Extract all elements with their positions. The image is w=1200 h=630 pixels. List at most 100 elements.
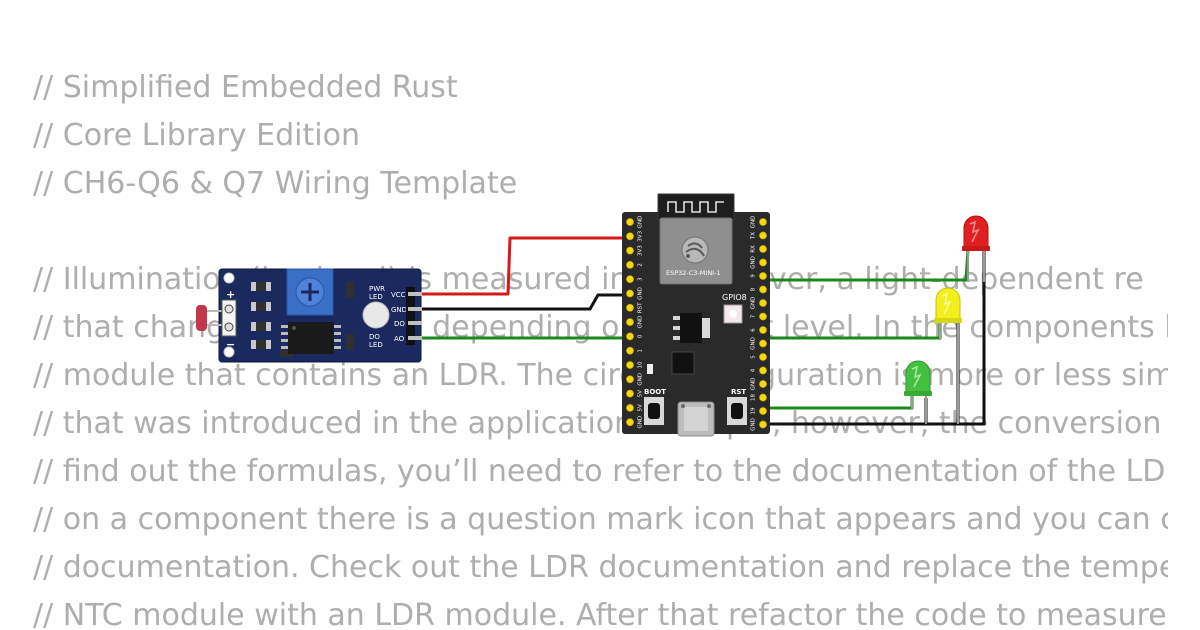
esp-right-pin-label: GND [751, 418, 757, 431]
esp-right-pin-pad[interactable] [759, 258, 767, 267]
led-green[interactable] [904, 360, 932, 424]
esp-right-pin-pad[interactable] [759, 285, 767, 294]
esp-right-pin-pad[interactable] [759, 393, 767, 402]
boot-button[interactable] [644, 397, 664, 425]
rst-label: RST [731, 388, 746, 396]
comparator-ic [281, 322, 341, 354]
esp-left-pin-label: 1 [638, 349, 644, 353]
esp-right-pin-label: GND [751, 337, 757, 350]
esp-left-pin-pad[interactable] [626, 375, 634, 384]
esp-right-pin-pad[interactable] [759, 380, 767, 388]
module-label: ESP32-C3-MINI-1 [666, 269, 721, 277]
usb-connector [677, 401, 715, 437]
pin-label-vcc: VCC [391, 291, 406, 299]
esp-left-pin-label: GND [638, 287, 644, 300]
esp-right-pin-pad[interactable] [759, 407, 767, 415]
esp-left-pin-label: GND [638, 416, 644, 429]
esp-right-pin-pad[interactable] [759, 339, 767, 348]
esp-right-pin-pad[interactable] [759, 366, 767, 375]
voltage-regulator [673, 313, 710, 343]
pwr-led-label: PWR [369, 285, 385, 293]
esp-right-pin-label: GND [751, 378, 757, 391]
ldr-module[interactable]: + − [196, 268, 422, 363]
potentiometer[interactable] [286, 268, 334, 316]
esp-right-pin-pad[interactable] [759, 218, 767, 226]
esp-right-pin-pad[interactable] [759, 231, 767, 240]
esp-left-pin-label: GND [638, 316, 644, 329]
esp-right-pin-label: 9 [751, 274, 757, 278]
do-led-label: DO [369, 333, 380, 341]
esp-right-pin-label: TX [751, 232, 757, 240]
gpio8-label: GPIO8 [722, 293, 747, 302]
esp-left-pin-pad[interactable] [626, 361, 634, 369]
esp-left-pin-label: 3 [638, 277, 644, 281]
esp-left-pin-pad[interactable] [626, 332, 634, 341]
esp-right-pin-pad[interactable] [759, 420, 767, 429]
esp-left-pin-pad[interactable] [626, 289, 634, 298]
pin-label-gnd: GND [391, 306, 407, 314]
esp-left-pin-pad[interactable] [626, 403, 634, 412]
pwr-led-label: LED [369, 293, 383, 301]
esp-left-pin-label: 0 [638, 334, 644, 338]
esp-left-pin-pad[interactable] [626, 260, 634, 269]
esp-right-pin-pad[interactable] [759, 272, 767, 280]
esp-left-pin-pad[interactable] [626, 232, 634, 241]
esp-right-pin-label: 8 [751, 287, 757, 291]
esp-right-pin-label: 18 [751, 394, 757, 401]
do-led-label: LED [369, 341, 383, 349]
esp-right-pin-label: 5 [751, 355, 757, 359]
wire-gpio9-red-led[interactable] [762, 249, 970, 282]
ldr-header-pins [406, 287, 422, 345]
wire-gpio6-yellow-led[interactable] [762, 322, 942, 340]
esp-right-pin-label: 4 [751, 368, 757, 372]
esp-left-pin-pad[interactable] [626, 418, 634, 427]
esp-left-pin-label: 10 [638, 361, 644, 368]
esp-right-pin-pad[interactable] [759, 353, 767, 361]
esp-right-pin-pad[interactable] [759, 326, 767, 334]
espressif-logo-icon [681, 236, 709, 264]
smd-resistors [251, 282, 354, 357]
esp-right-pin-pad[interactable] [759, 312, 767, 321]
esp-left-pin-label: 5V [638, 404, 644, 411]
pin-label-do: DO [394, 320, 405, 328]
esp-right-pin-label: 19 [751, 407, 757, 414]
esp-right-pin-pad[interactable] [759, 299, 767, 307]
led-red[interactable] [962, 215, 990, 282]
minus-sign: − [226, 338, 235, 351]
wire-gnd[interactable] [420, 293, 630, 311]
photoresistor[interactable] [196, 305, 207, 331]
esp-left-pin-pad[interactable] [626, 346, 634, 355]
esp-right-pin-label: GND [751, 216, 757, 229]
pin-label-ao: AO [394, 335, 405, 343]
mounting-hole [223, 272, 235, 284]
esp-left-pin-label: 2 [638, 263, 644, 267]
power-led [647, 364, 653, 374]
esp-left-pin-label: 3V3 [638, 230, 644, 241]
wire-gpio18-green-led[interactable] [762, 395, 914, 410]
esp-left-pin-pad[interactable] [626, 318, 634, 326]
esp-left-pin-label: GND [638, 373, 644, 386]
esp-left-pin-pad[interactable] [626, 275, 634, 284]
esp-left-pin-pad[interactable] [626, 303, 634, 312]
reset-button[interactable] [727, 397, 747, 425]
esp-right-pin-label: GND [751, 256, 757, 269]
esp32-c3-board[interactable]: ESP32-C3-MINI-1 GPIO8 BOOT [622, 193, 770, 437]
esp-right-pin-label: 7 [751, 314, 757, 318]
pwr-led [362, 301, 390, 329]
mounting-hole [223, 346, 235, 358]
wire-vcc[interactable] [420, 236, 630, 296]
usb-chip [671, 351, 695, 375]
led-yellow[interactable] [934, 287, 962, 424]
plus-sign: + [226, 288, 235, 301]
esp-right-pin-label: RX [751, 245, 757, 253]
esp-right-pin-pad[interactable] [759, 245, 767, 253]
esp-left-pin-pad[interactable] [626, 218, 634, 226]
esp-left-pin-pad[interactable] [626, 389, 634, 398]
boot-label: BOOT [644, 388, 666, 396]
esp-left-pin-label: 5V [638, 390, 644, 397]
esp-left-pin-pad[interactable] [626, 246, 634, 255]
esp-right-pin-label: GND [751, 297, 757, 310]
